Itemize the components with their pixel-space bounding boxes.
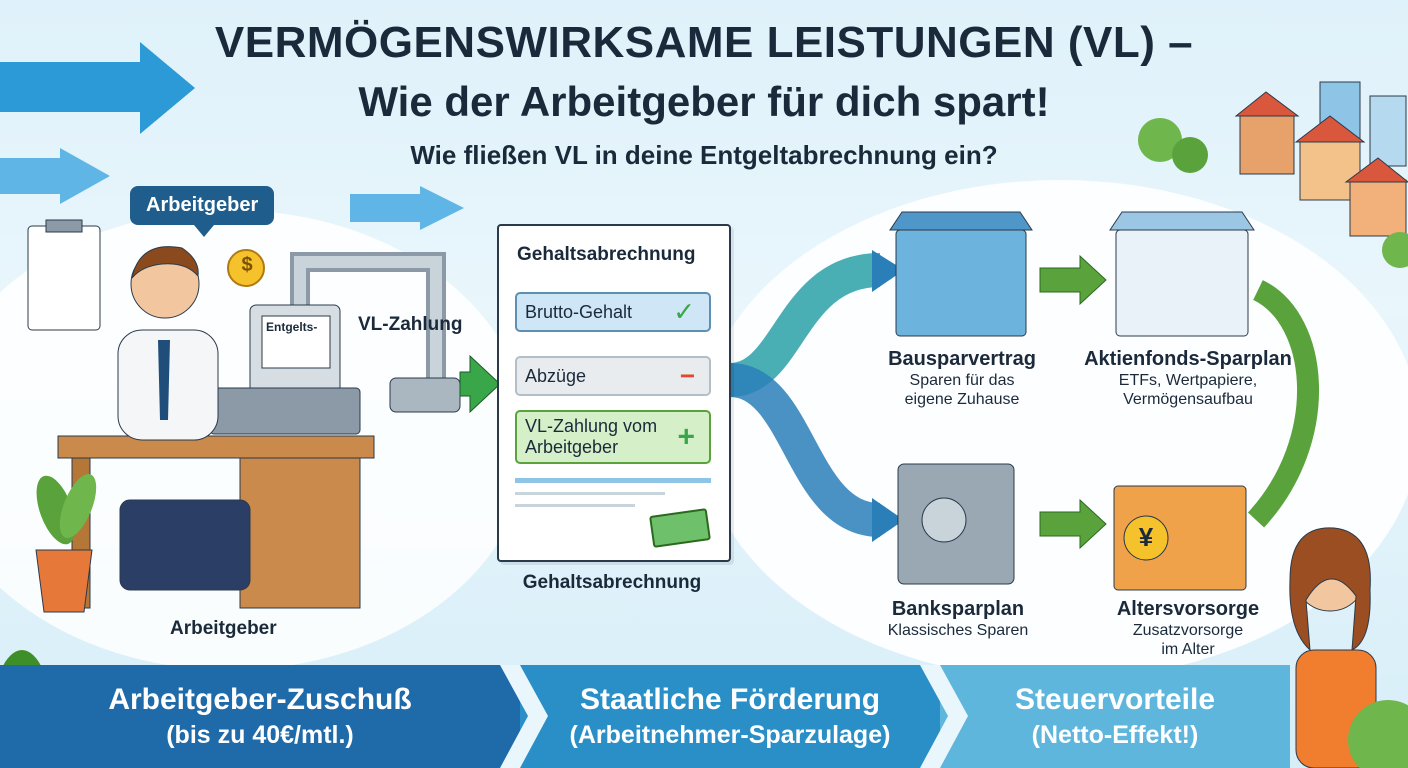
band-title: Arbeitgeber-Zuschuß — [108, 683, 412, 716]
payslip-document: Gehaltsabrechnung Brutto-Gehalt ✓ Abzüge… — [497, 224, 731, 562]
option-altersvorsorge: Altersvorsorge Zusatzvorsorge im Alter — [1108, 598, 1268, 659]
band-subtitle: (Netto-Effekt!) — [1031, 721, 1199, 749]
pipe-label: VL-Zahlung — [358, 314, 463, 335]
option-line: Zusatzvorsorge — [1132, 622, 1244, 639]
arrow-decor-3 — [350, 186, 464, 230]
payslip-row-vl: VL-Zahlung vom Arbeitgeber + — [515, 410, 711, 464]
dollar-coin-icon: $ — [241, 254, 253, 276]
arrow-decor-2 — [0, 148, 110, 204]
arrow-decor-1 — [0, 42, 195, 134]
subtitle: Wie fließen VL in deine Entgeltabrechnun… — [410, 140, 998, 170]
payslip-row-deductions: Abzüge − — [515, 356, 711, 396]
option-title: Aktienfonds-Sparplan — [1084, 348, 1292, 370]
band-title: Staatliche Förderung — [579, 683, 881, 716]
option-title: Bausparvertrag — [888, 348, 1036, 370]
option-line: Vermögensaufbau — [1123, 391, 1253, 408]
option-bausparvertrag: Bausparvertrag Sparen für das eigene Zuh… — [872, 348, 1052, 409]
employer-caption: Arbeitgeber — [170, 618, 277, 639]
yen-coin-icon: ¥ — [1138, 522, 1154, 552]
payslip-title: Gehaltsabrechnung — [517, 244, 696, 265]
plus-icon: + — [677, 420, 695, 454]
option-line: ETFs, Wertpapiere, — [1118, 372, 1258, 389]
chevron-divider-icon — [920, 665, 968, 768]
chevron-divider-icon — [500, 665, 548, 768]
option-line: Sparen für das — [909, 372, 1015, 389]
minus-icon: − — [679, 360, 695, 391]
payslip-row-label: VL-Zahlung vom Arbeitgeber — [525, 416, 658, 457]
band-arbeitgeber-zuschuss: Arbeitgeber-Zuschuß (bis zu 40€/mtl.) — [0, 665, 520, 768]
title-line-1: VERMÖGENSWIRKSAME LEISTUNGEN (VL) – — [214, 18, 1194, 67]
payslip-line — [515, 504, 635, 507]
option-banksparplan: Banksparplan Klassisches Sparen — [878, 598, 1038, 640]
option-line: im Alter — [1161, 641, 1215, 658]
register-screen-label: Entgelts- — [266, 320, 318, 334]
payslip-divider — [515, 478, 711, 483]
option-title: Altersvorsorge — [1116, 598, 1260, 620]
option-aktienfonds-sparplan: Aktienfonds-Sparplan ETFs, Wertpapiere, … — [1068, 348, 1308, 409]
payslip-row-label: Brutto-Gehalt — [525, 301, 633, 322]
payslip-line — [515, 492, 665, 495]
option-line: Klassisches Sparen — [887, 622, 1029, 639]
band-staatliche-foerderung: Staatliche Förderung (Arbeitnehmer-Sparz… — [520, 665, 940, 768]
option-title: Banksparplan — [891, 598, 1025, 620]
option-line: eigene Zuhause — [904, 391, 1020, 408]
payslip-row-label: Abzüge — [525, 365, 587, 386]
band-title: Steuervorteile — [1014, 683, 1216, 716]
band-subtitle: (Arbeitnehmer-Sparzulage) — [569, 721, 891, 749]
employer-speech-bubble: Arbeitgeber — [130, 186, 275, 237]
band-subtitle: (bis zu 40€/mtl.) — [166, 721, 354, 749]
banknote-icon — [649, 508, 711, 548]
title-line-2: Wie der Arbeitgeber für dich spart! — [358, 78, 1050, 125]
payslip-row-gross: Brutto-Gehalt ✓ — [515, 292, 711, 332]
band-steuervorteile: Steuervorteile (Netto-Effekt!) — [940, 665, 1290, 768]
payslip-caption: Gehaltsabrechnung — [522, 572, 702, 593]
checkmark-icon: ✓ — [673, 296, 695, 327]
